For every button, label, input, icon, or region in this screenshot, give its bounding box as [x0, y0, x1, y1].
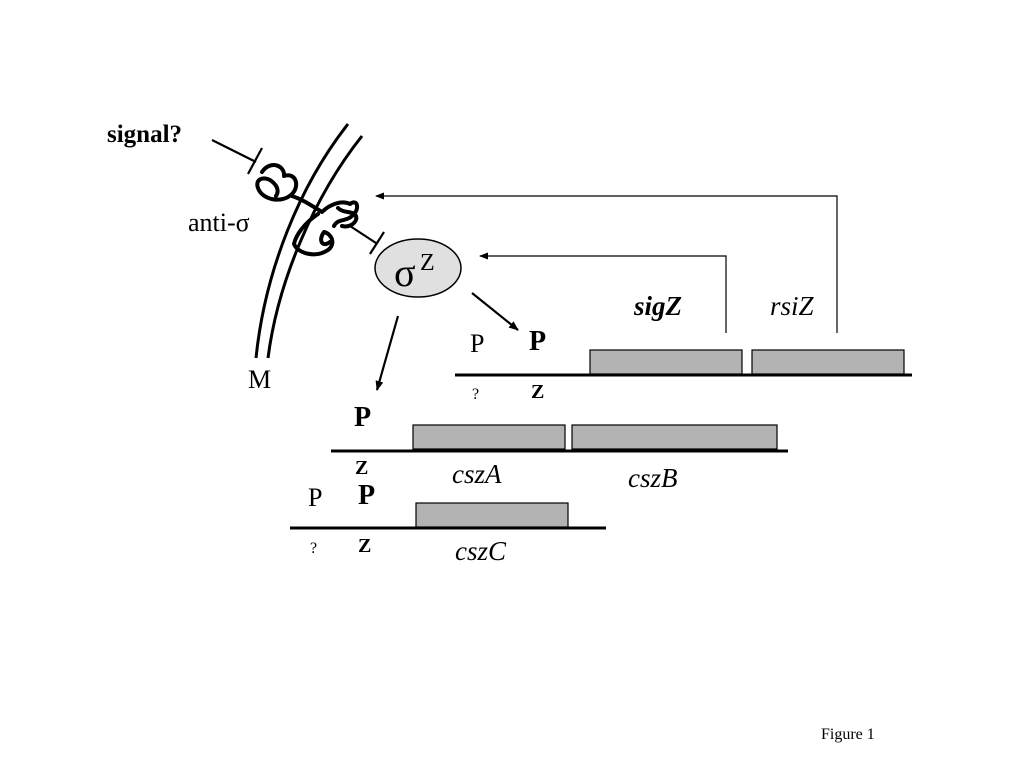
signal-inhibition-line — [211, 139, 263, 175]
promoter-z-label: P — [529, 326, 546, 357]
anti-sigma-protein — [255, 163, 359, 257]
signal-label: signal? — [107, 121, 182, 148]
membrane-label: M — [248, 365, 271, 394]
sigz-feedback-arrow — [479, 252, 727, 333]
promoter-z-label: P — [354, 402, 371, 433]
sigma-symbol: σ — [394, 250, 416, 295]
sigma-to-sigz-promoter-arrow — [471, 292, 519, 331]
gene-box-rsiz — [751, 349, 905, 375]
promoter-unknown-label: P — [308, 483, 322, 512]
promoter-z-subscript: Z — [355, 457, 368, 479]
gene-box-csza — [412, 424, 566, 450]
promoter-unknown-label: P — [470, 329, 484, 358]
operon-csza-cszb: P Z cszA cszB — [331, 402, 788, 493]
promoter-z-label: P — [358, 480, 375, 511]
cell-membrane — [254, 123, 364, 359]
gene-box-cszb — [571, 424, 778, 450]
anti-sigma-inhibition — [349, 225, 385, 255]
gene-label-sigz: sigZ — [633, 291, 682, 321]
operon-sigz-rsiz: P ? P Z sigZ rsiZ — [455, 291, 912, 403]
promoter-unknown-subscript: ? — [472, 386, 479, 403]
operon-cszc: P ? P Z cszC — [290, 480, 606, 566]
sigma-to-csza-promoter-arrow — [375, 315, 400, 391]
gene-label-csza: cszA — [452, 459, 502, 489]
gene-label-cszc: cszC — [455, 536, 507, 566]
gene-box-cszc — [415, 502, 569, 528]
gene-label-cszb: cszB — [628, 463, 678, 493]
promoter-z-subscript: Z — [531, 381, 544, 403]
sigma-superscript: Z — [420, 250, 435, 276]
anti-sigma-label: anti-σ — [188, 208, 250, 237]
figure-caption: Figure 1 — [821, 726, 875, 743]
gene-label-rsiz: rsiZ — [770, 291, 815, 321]
promoter-unknown-subscript: ? — [310, 540, 317, 557]
promoter-z-subscript: Z — [358, 535, 371, 557]
sigma-z-factor: σ Z — [374, 238, 462, 298]
rsiz-feedback-arrow — [375, 192, 838, 333]
gene-box-sigz — [589, 349, 743, 375]
